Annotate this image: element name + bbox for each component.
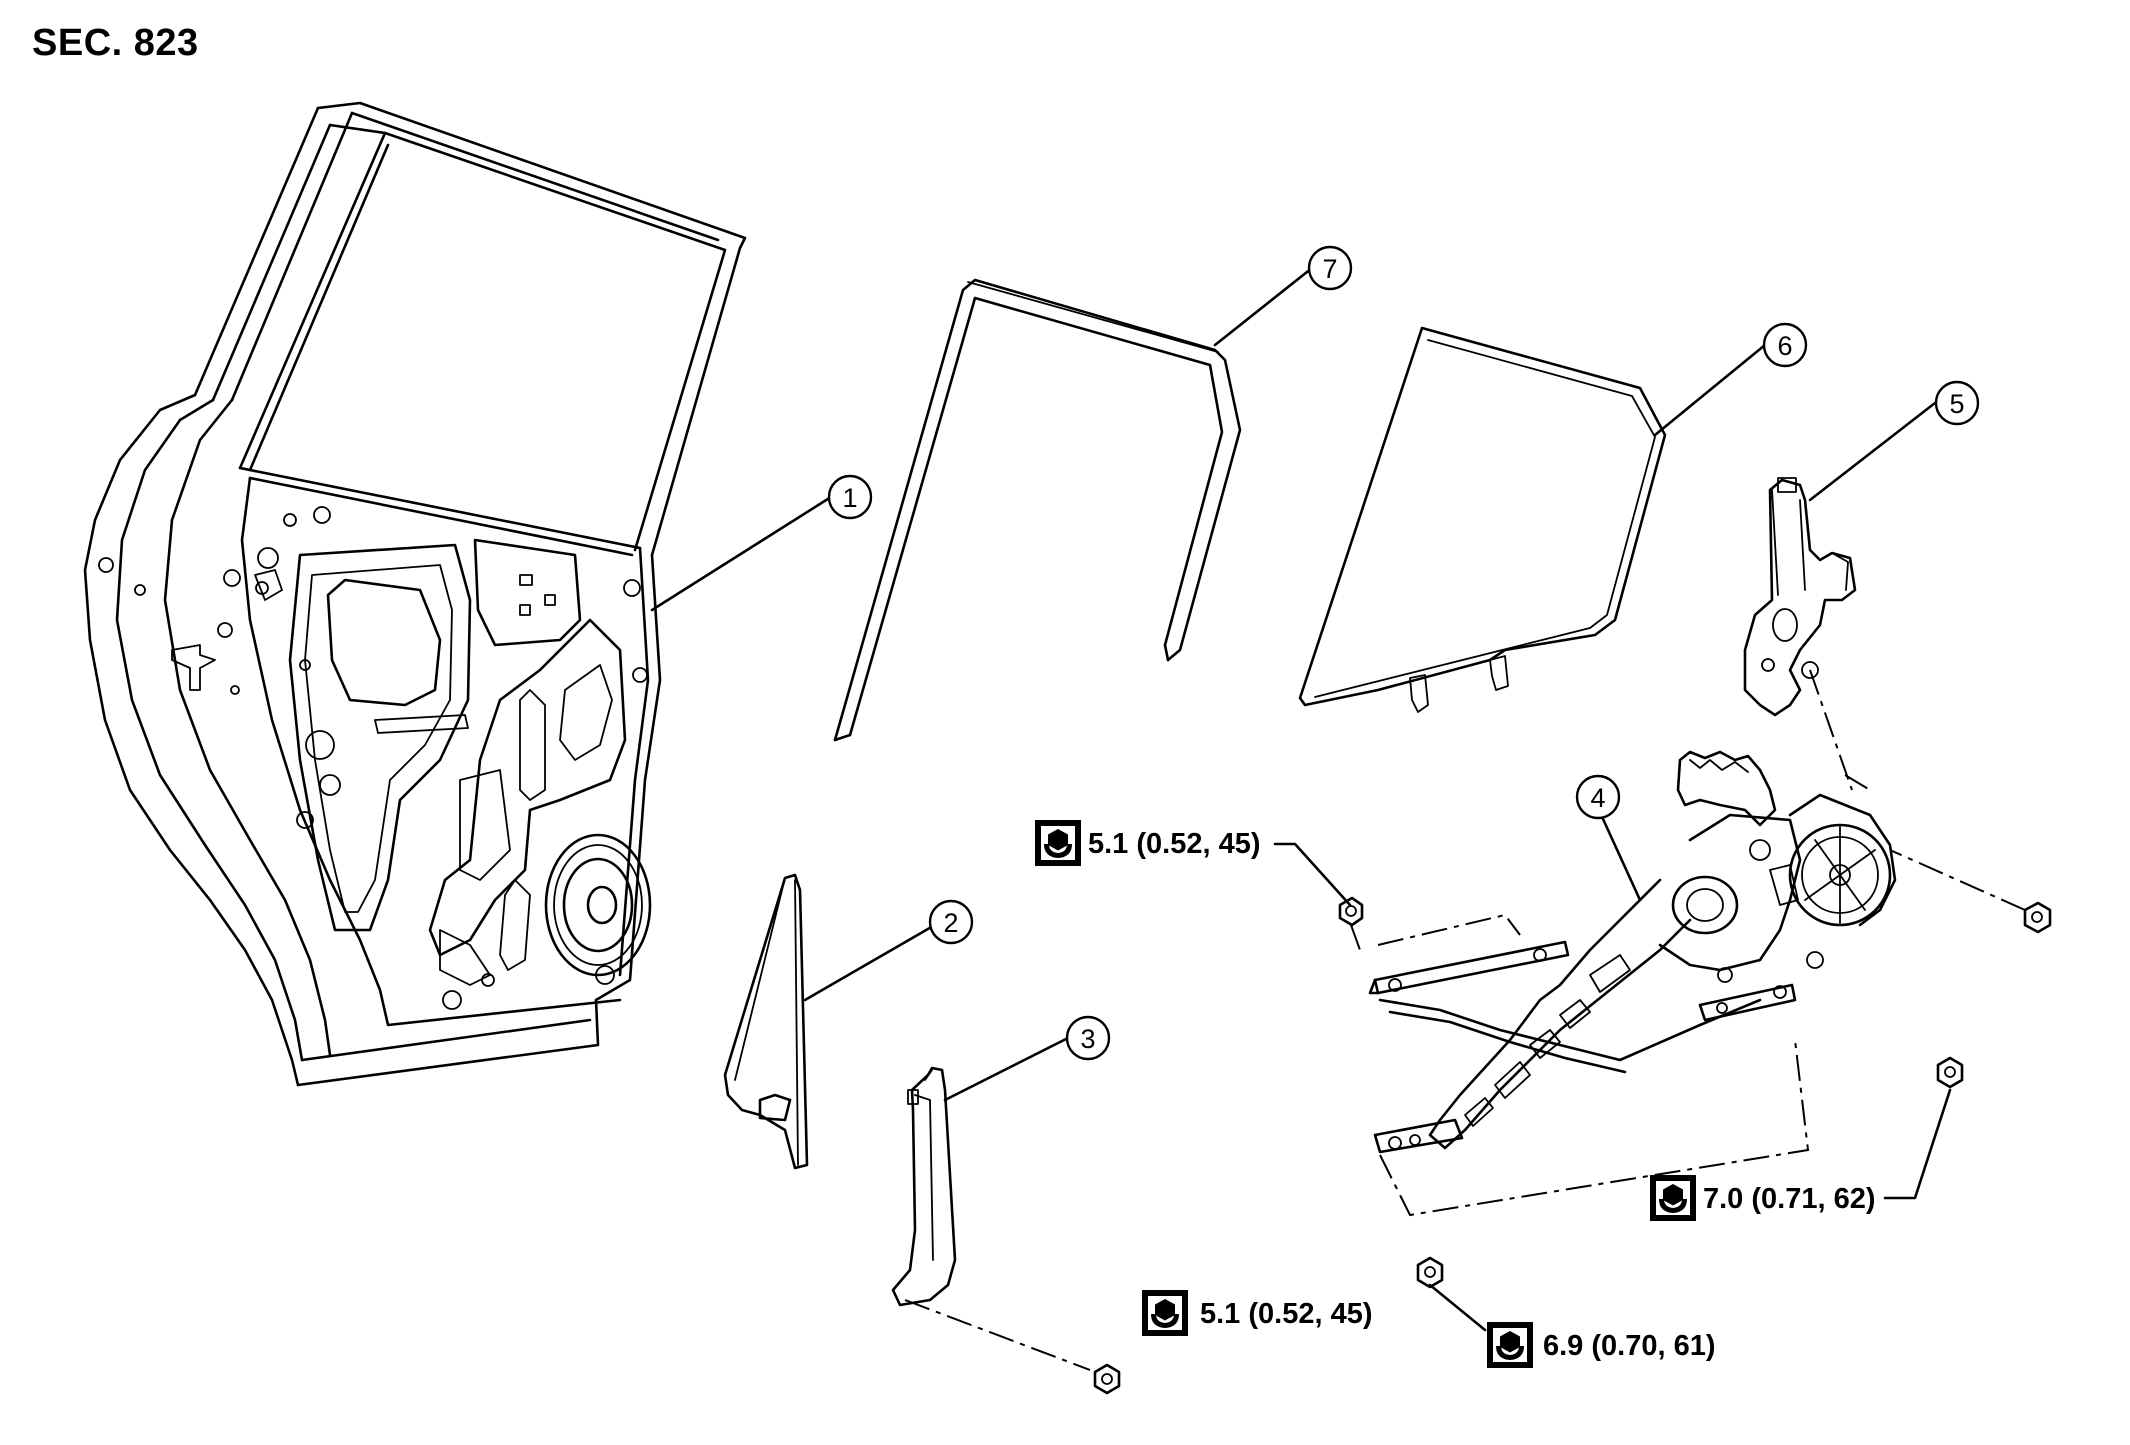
bolt-upper-left [1338, 896, 1364, 951]
glass-run-rubber [833, 278, 1242, 742]
callout-5-label: 5 [1949, 389, 1964, 419]
torque-spec-sash: 5.1 (0.52, 45) [1142, 1290, 1373, 1336]
callout-7-label: 7 [1322, 254, 1337, 284]
torque-wrench-icon [1650, 1175, 1696, 1221]
torque-value: 7.0 (0.71, 62) [1703, 1183, 1876, 1215]
torque-spec-right: 7.0 (0.71, 62) [1650, 1175, 1876, 1221]
torque-spec-lower: 6.9 (0.70, 61) [1487, 1322, 1716, 1368]
callout-4-label: 4 [1590, 783, 1605, 813]
callout-1-label: 1 [842, 483, 857, 513]
bolts [1093, 849, 2052, 1395]
torque-spec-upper: 5.1 (0.52, 45) [1035, 820, 1261, 866]
torque-wrench-icon [1487, 1322, 1533, 1368]
bolt-right-lower [1936, 1056, 1964, 1089]
callout-2: 2 [928, 899, 974, 945]
bolt-right-upper [1889, 849, 2052, 934]
window-motor [1743, 477, 1857, 791]
window-regulator [1368, 750, 1897, 1217]
torque-wrench-icon [1142, 1290, 1188, 1336]
torque-value: 5.1 (0.52, 45) [1088, 828, 1261, 860]
partition-glass [723, 873, 809, 1170]
door-glass [1298, 326, 1667, 713]
callout-6: 6 [1762, 322, 1808, 368]
torque-value: 5.1 (0.52, 45) [1200, 1298, 1373, 1330]
callout-5: 5 [1934, 380, 1980, 426]
callout-3-label: 3 [1080, 1024, 1095, 1054]
callout-3: 3 [1065, 1015, 1111, 1061]
bolt-sash [1093, 1363, 1121, 1395]
callout-2-label: 2 [943, 908, 958, 938]
callout-1: 1 [827, 474, 873, 520]
door-panel [83, 101, 747, 1087]
section-title: SEC. 823 [32, 22, 199, 64]
bolt-lower-center [1416, 1256, 1444, 1289]
rear-sash [891, 1066, 1091, 1371]
torque-wrench-icon [1035, 820, 1081, 866]
torque-value: 6.9 (0.70, 61) [1543, 1330, 1716, 1362]
leader-lines [650, 266, 1952, 1332]
callout-6-label: 6 [1777, 331, 1792, 361]
callout-7: 7 [1307, 245, 1353, 291]
callout-4: 4 [1575, 774, 1621, 820]
